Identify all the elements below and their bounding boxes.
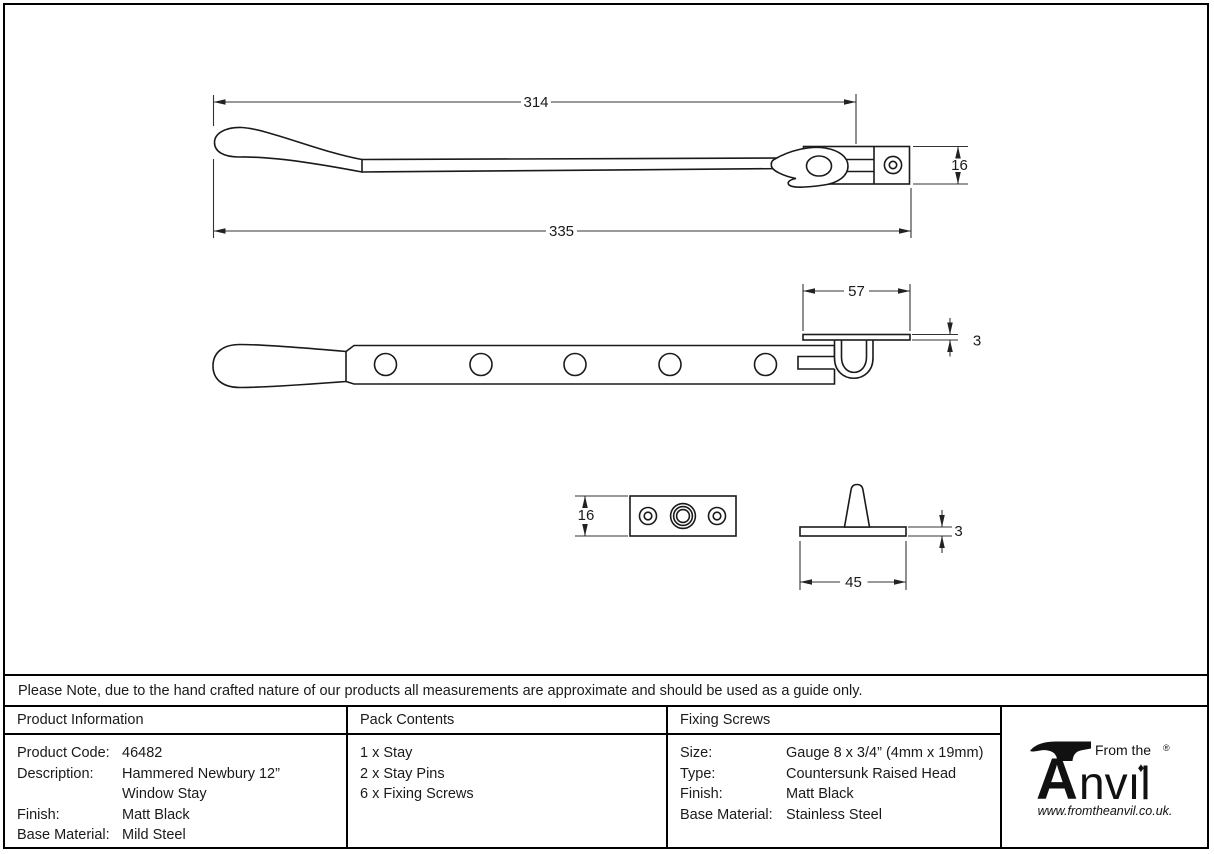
technical-drawing: 314 335 16 [212, 94, 981, 591]
finish-label: Finish: [17, 806, 60, 823]
screw-material-value: Stainless Steel [786, 806, 882, 823]
pin-base-plate [799, 526, 907, 537]
base-material-value: Mild Steel [122, 827, 186, 843]
keeper-plate-front-view [629, 495, 737, 537]
logo-tagline: From the [1095, 742, 1151, 758]
screw-type-label: Type: [680, 765, 716, 782]
dimension-pin-thickness: 3 [908, 510, 963, 553]
stay-pin-side-view [799, 483, 907, 537]
screw-plate [629, 495, 737, 537]
stay-plan-view [212, 333, 911, 389]
dimension-keeper-thickness: 3 [912, 318, 981, 357]
pack-contents-column: Pack Contents 1 x Stay 2 x Stay Pins 6 x… [348, 707, 668, 849]
dim-45-label: 45 [845, 574, 862, 591]
dim-57-label: 57 [848, 283, 865, 300]
dimension-bracket-height: 16 [913, 145, 968, 185]
registered-mark: ® [1163, 743, 1170, 753]
base-material-label: Base Material: [17, 827, 110, 843]
brand-letter-a: A [1036, 747, 1078, 812]
product-information-header: Product Information [5, 707, 346, 735]
screw-material-label: Base Material: [680, 806, 773, 823]
stay-handle-hammered [213, 126, 363, 173]
bracket-screw-hole [883, 155, 903, 175]
pin-hole [753, 352, 778, 377]
brand-letters-nvil: nvıl [1079, 757, 1151, 809]
product-information-column: Product Information Product Code: 46482 … [5, 707, 348, 849]
product-code-value: 46482 [122, 745, 163, 761]
spec-table: Product Information Product Code: 46482 … [5, 707, 1209, 849]
dim-3-keeper-label: 3 [973, 333, 981, 350]
stay-end-slot [797, 355, 835, 370]
screw-size-value: Gauge 8 x 3/4” (4mm x 19mm) [786, 745, 984, 761]
dimension-keeper-length: 57 [802, 283, 911, 331]
brand-logo-cell: A nvıl ♦ From the ® www.fromtheanvil.co.… [1002, 707, 1209, 849]
stay-side-view [213, 126, 911, 189]
screw-finish-label: Finish: [680, 786, 723, 802]
fixing-screws-column: Fixing Screws Size: Gauge 8 x 3/4” (4mm … [668, 707, 1002, 849]
pack-item: 6 x Fixing Screws [360, 786, 474, 802]
finish-value: Matt Black [122, 806, 190, 823]
screw-type-value: Countersunk Raised Head [786, 765, 957, 782]
description-value: Hammered Newbury 12” Window Stay [122, 765, 280, 803]
pin-hole [469, 352, 493, 377]
pack-item: 2 x Stay Pins [360, 765, 445, 782]
dimension-stay-length: 335 [212, 159, 912, 240]
pack-contents-header: Pack Contents [348, 707, 666, 735]
screw-size-label: Size: [680, 745, 713, 761]
fixing-screws-header: Fixing Screws [668, 707, 1000, 735]
stay-handle-hammered-plan [212, 343, 347, 389]
plate-center-hole [669, 502, 697, 530]
screw-finish-value: Matt Black [786, 786, 854, 802]
keeper-plate [802, 333, 911, 341]
dim-314-label: 314 [523, 94, 548, 111]
from-the-anvil-logo: A nvıl ♦ From the ® www.fromtheanvil.co.… [1029, 741, 1172, 818]
logo-url: www.fromtheanvil.co.uk. [1037, 804, 1172, 818]
plate-screw-hole [707, 506, 727, 526]
plate-screw-hole [638, 506, 658, 526]
dimension-stay-reach: 314 [212, 94, 857, 144]
i-dot-diamond: ♦ [1137, 760, 1144, 775]
anvil-icon [1029, 741, 1091, 761]
note-text: Please Note, due to the hand crafted nat… [18, 682, 863, 699]
dim-16-plate-label: 16 [578, 507, 595, 524]
dimension-pin-base-length: 45 [799, 541, 907, 591]
product-code-label: Product Code: [17, 745, 110, 761]
dim-16-end-label: 16 [951, 157, 968, 174]
pin-hole [373, 352, 398, 377]
dimension-plate-height: 16 [575, 495, 628, 537]
dim-3-pin-label: 3 [954, 523, 962, 540]
pin-hole [658, 352, 682, 377]
pack-item: 1 x Stay [360, 745, 413, 761]
dim-335-label: 335 [549, 223, 574, 240]
stay-arm [361, 157, 793, 161]
pin-cone [843, 483, 871, 528]
note-bar: Please Note, due to the hand crafted nat… [5, 674, 1209, 707]
description-label: Description: [17, 765, 94, 782]
pin-hole [563, 352, 587, 377]
